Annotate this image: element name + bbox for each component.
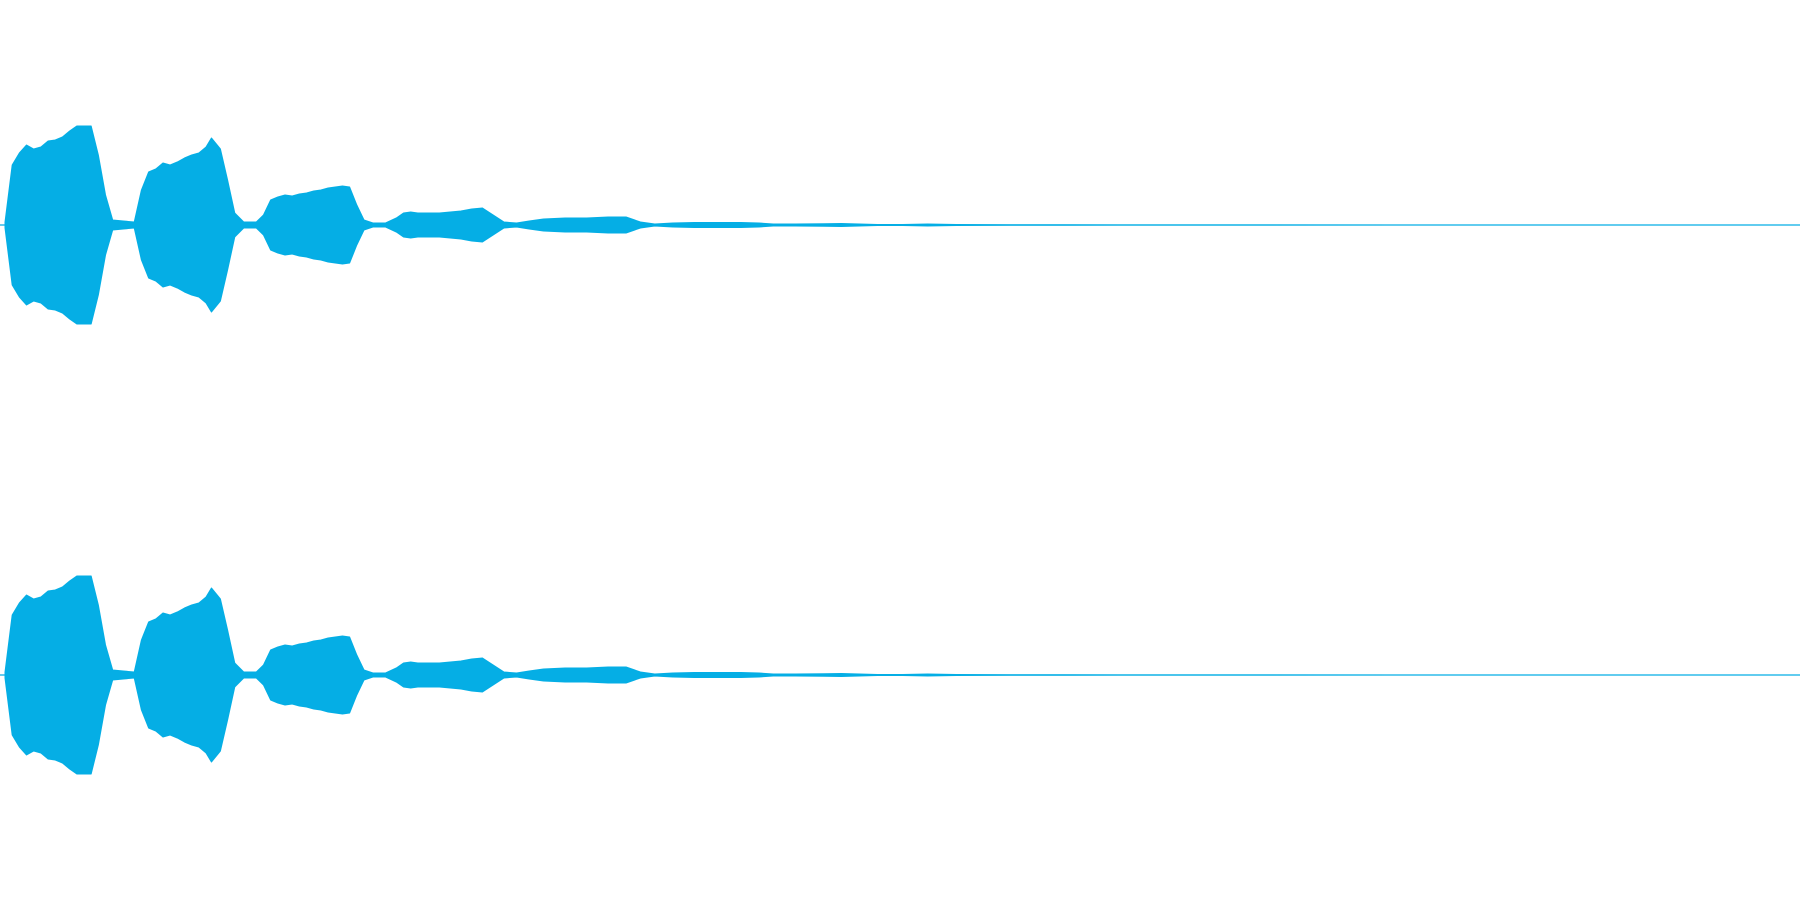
channel-1-envelope [4,125,1800,325]
channel-2-envelope [4,575,1800,775]
channel-1-waveform [0,125,1800,325]
channel-2-waveform [0,575,1800,775]
